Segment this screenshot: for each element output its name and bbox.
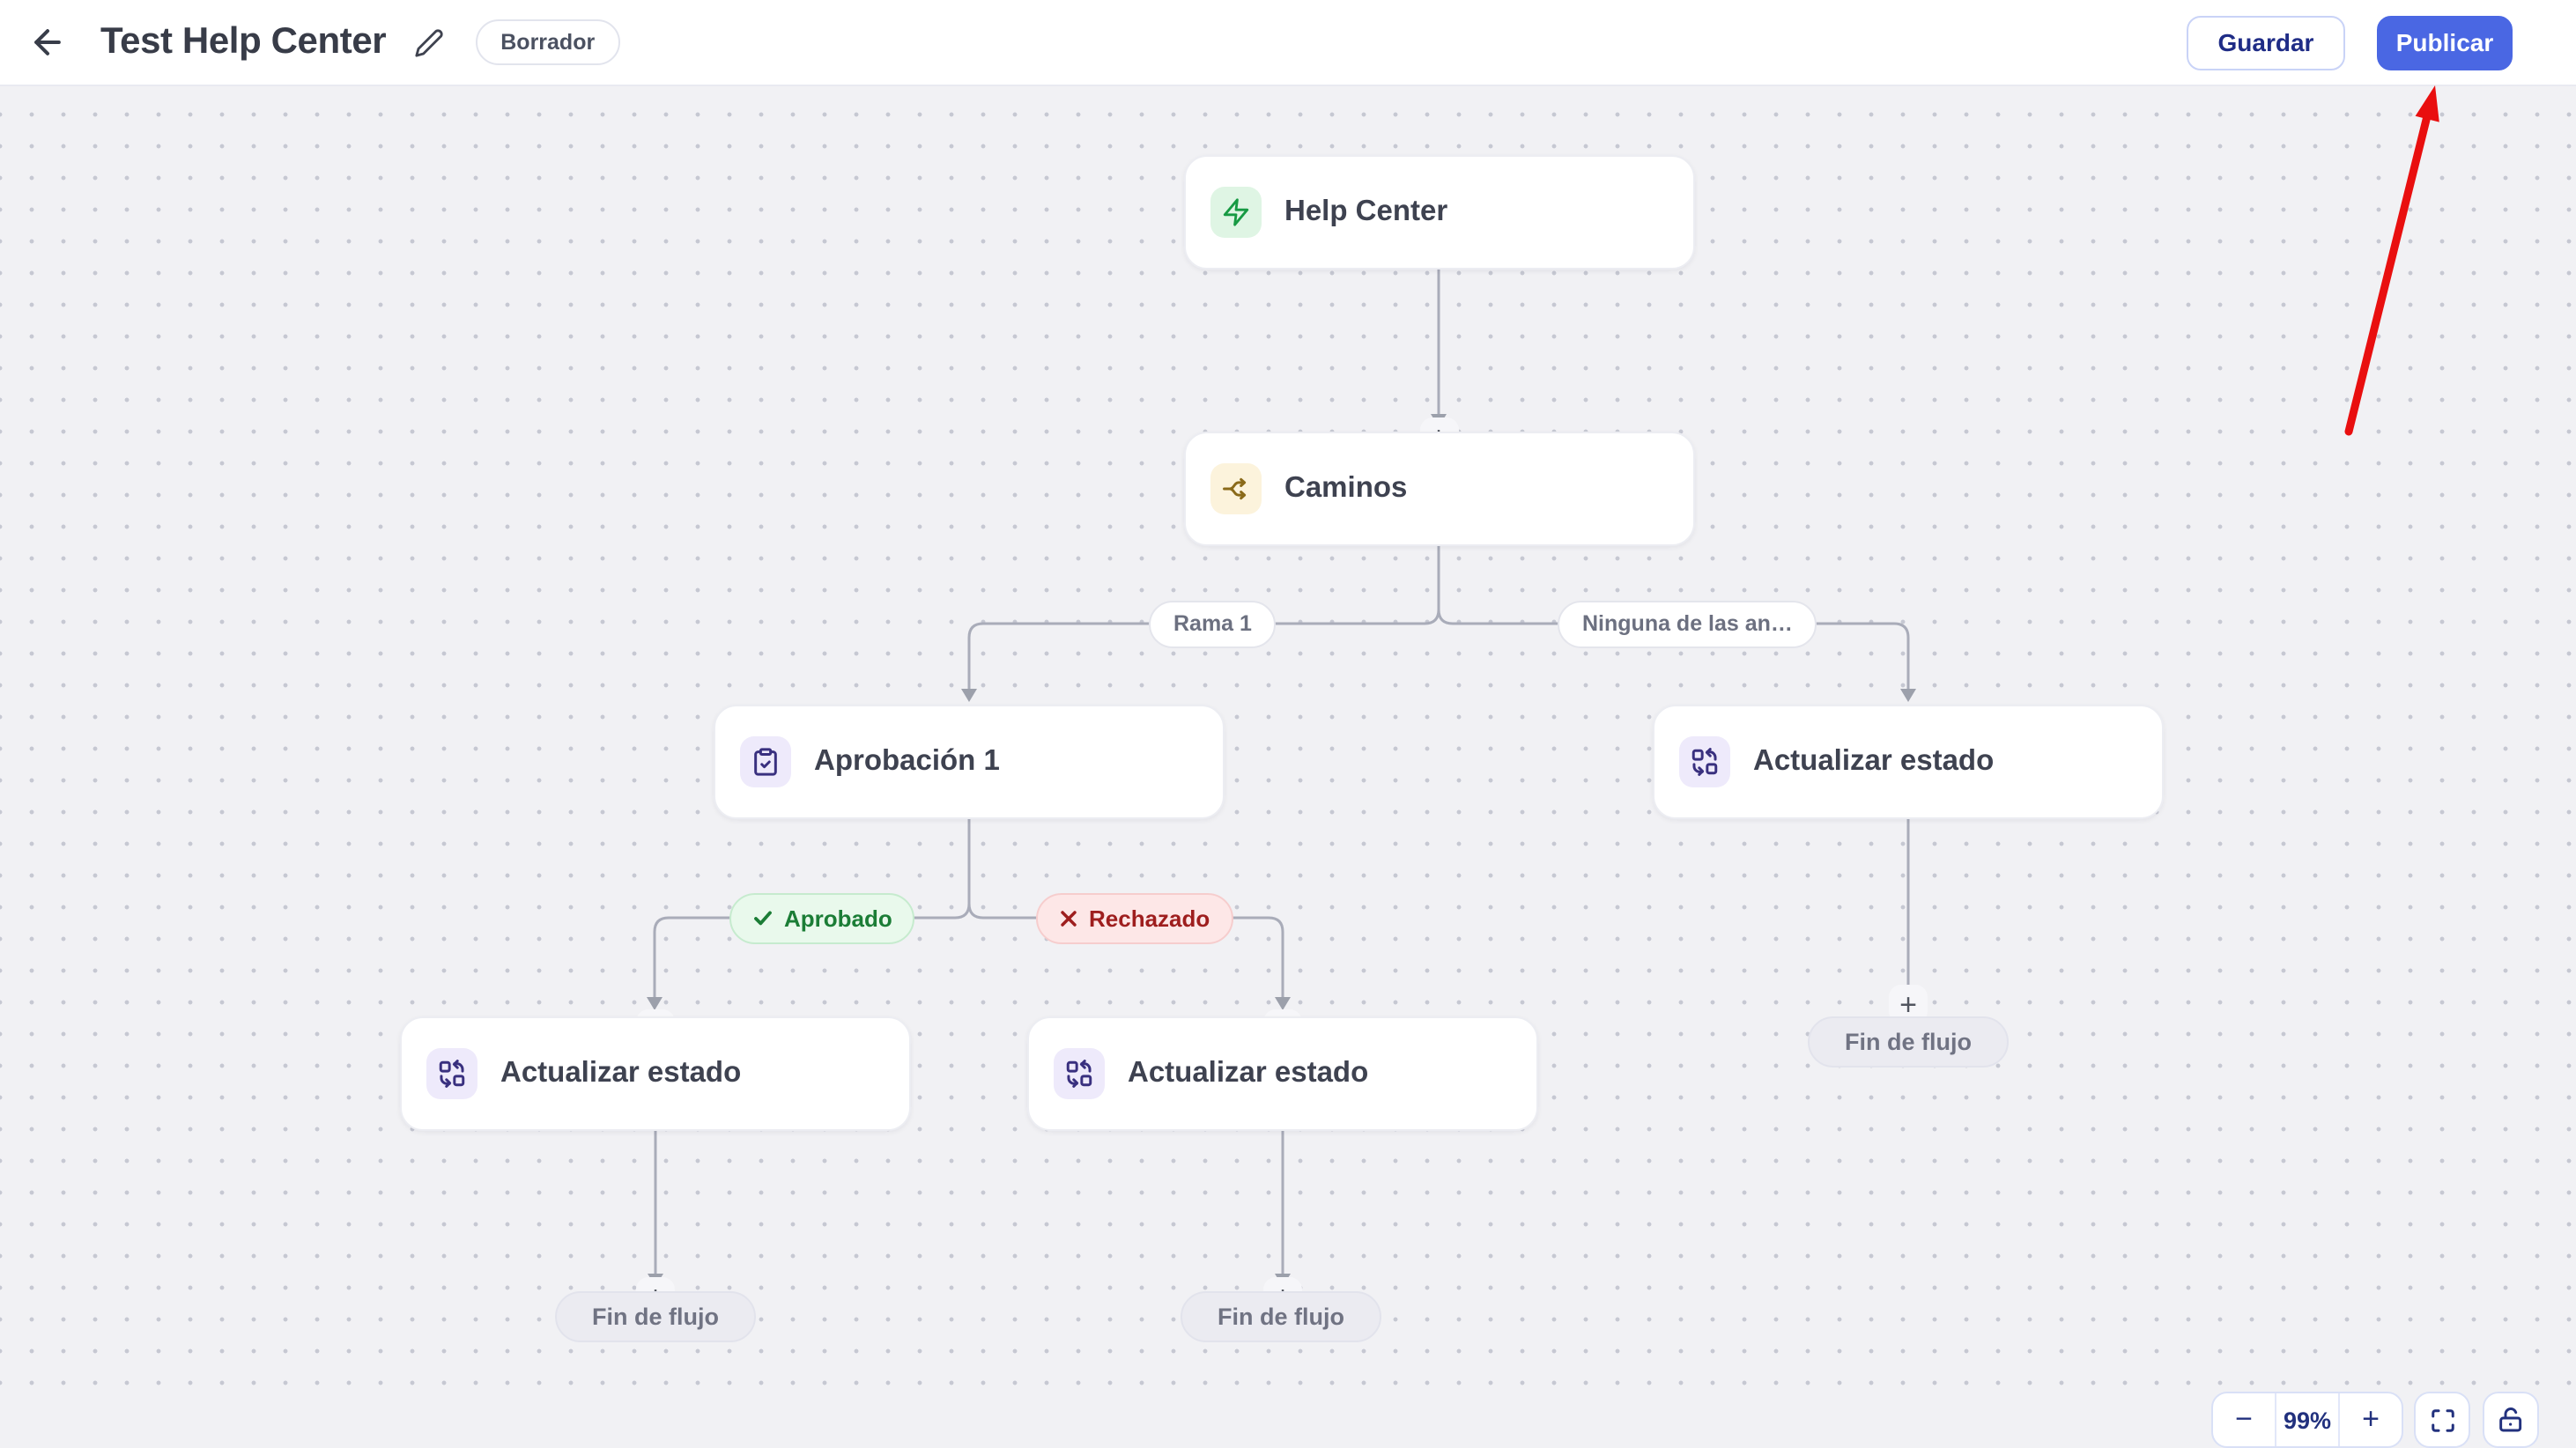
swap-status-icon <box>1691 748 1718 776</box>
branch-label-text: Aprobado <box>784 905 892 931</box>
zoom-level: 99% <box>2275 1393 2338 1446</box>
node-aprobacion-1[interactable]: Aprobación 1 <box>714 705 1225 819</box>
node-icon-box <box>740 736 791 787</box>
publish-button[interactable]: Publicar <box>2377 15 2513 70</box>
x-icon <box>1061 910 1077 926</box>
node-icon-box <box>1054 1048 1105 1099</box>
branch-label-ninguna[interactable]: Ninguna de las an… <box>1558 601 1817 648</box>
node-actualizar-estado-mid[interactable]: Actualizar estado <box>1027 1016 1538 1131</box>
pencil-icon <box>414 28 442 56</box>
edit-title-button[interactable] <box>411 25 446 60</box>
zoom-control-group: − 99% + <box>2211 1392 2403 1448</box>
node-icon-box <box>1679 736 1730 787</box>
node-icon-box <box>426 1048 477 1099</box>
end-of-flow-label: Fin de flujo <box>555 1291 756 1342</box>
back-button[interactable] <box>25 19 70 65</box>
branch-label-text: Rechazado <box>1089 905 1210 931</box>
save-button[interactable]: Guardar <box>2187 15 2345 70</box>
node-caminos[interactable]: Caminos <box>1184 432 1695 546</box>
fit-view-button[interactable] <box>2414 1392 2470 1448</box>
maximize-icon <box>2431 1408 2454 1431</box>
node-title: Actualizar estado <box>1753 745 1995 777</box>
node-title: Actualizar estado <box>500 1057 742 1089</box>
end-of-flow-label: Fin de flujo <box>1808 1016 2009 1068</box>
branch-label-rama-1[interactable]: Rama 1 <box>1149 601 1277 648</box>
check-icon <box>754 911 772 926</box>
split-icon <box>1223 477 1247 500</box>
node-title: Aprobación 1 <box>814 745 1000 777</box>
swap-status-icon <box>1066 1060 1092 1088</box>
node-icon-box <box>1210 463 1262 514</box>
arrow-left-icon <box>34 29 61 55</box>
swap-status-icon <box>439 1060 465 1088</box>
node-actualizar-estado-right[interactable]: Actualizar estado <box>1653 705 2164 819</box>
node-icon-box <box>1210 186 1262 237</box>
top-bar: Test Help Center Borrador Guardar Public… <box>0 0 2576 86</box>
flow-canvas[interactable]: + + + + + + + + Help Center <box>0 86 2576 1448</box>
lock-canvas-button[interactable] <box>2483 1392 2539 1448</box>
end-of-flow-label: Fin de flujo <box>1181 1291 1381 1342</box>
node-title: Caminos <box>1284 472 1408 504</box>
zoom-out-button[interactable]: − <box>2235 1402 2253 1436</box>
zoom-in-button[interactable]: + <box>2338 1393 2402 1446</box>
node-title: Actualizar estado <box>1128 1057 1369 1089</box>
branch-label-aprobado[interactable]: Aprobado <box>729 892 915 943</box>
zap-icon <box>1223 197 1249 225</box>
status-badge: Borrador <box>476 18 620 66</box>
page-title: Test Help Center <box>100 21 387 62</box>
node-title: Help Center <box>1284 195 1448 226</box>
branch-label-rechazado[interactable]: Rechazado <box>1036 892 1233 943</box>
node-help-center[interactable]: Help Center <box>1184 154 1695 269</box>
node-actualizar-estado-left[interactable]: Actualizar estado <box>400 1016 911 1131</box>
unlock-icon <box>2499 1407 2522 1432</box>
flow-edges <box>647 269 1916 1287</box>
clipboard-check-icon <box>754 748 777 776</box>
